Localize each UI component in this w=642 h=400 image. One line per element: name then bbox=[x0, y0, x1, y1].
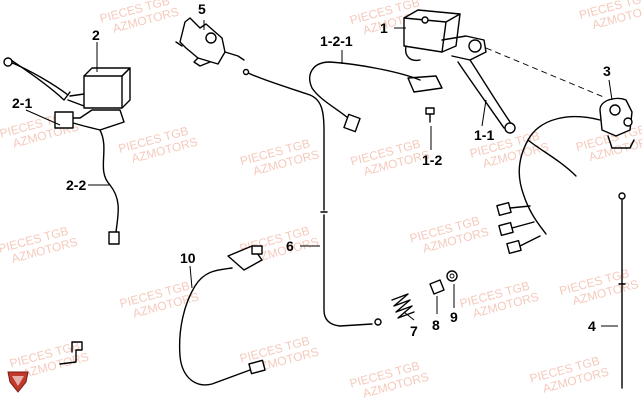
part-4-throttle-cable[interactable] bbox=[618, 192, 626, 389]
part-7-spring[interactable] bbox=[391, 293, 415, 319]
alignment-dashed-line bbox=[485, 47, 607, 99]
left-lever-2-1[interactable] bbox=[9, 61, 69, 96]
label-10: 10 bbox=[180, 250, 196, 266]
part-8-sleeve[interactable] bbox=[429, 279, 445, 295]
part-1-2-1-switch-wire[interactable] bbox=[309, 61, 443, 133]
master-cylinder-reservoir bbox=[83, 75, 123, 109]
label-5: 5 bbox=[198, 1, 206, 17]
label-1-1: 1-1 bbox=[474, 127, 494, 143]
reference-labels: 2 2-1 2-2 5 1-2-1 1 1-1 1-2 3 4 6 10 7 8… bbox=[12, 1, 611, 339]
label-4: 4 bbox=[588, 318, 596, 334]
part-6-cable[interactable] bbox=[242, 68, 382, 327]
brand-logo bbox=[7, 371, 29, 393]
throttle-wiring-harness[interactable] bbox=[496, 115, 601, 255]
part-9-nut[interactable] bbox=[446, 270, 458, 282]
label-3: 3 bbox=[603, 63, 611, 79]
part-3-throttle-housing[interactable] bbox=[599, 97, 635, 149]
label-2-1: 2-1 bbox=[12, 95, 32, 111]
label-6: 6 bbox=[286, 238, 294, 254]
label-2-2: 2-2 bbox=[66, 177, 86, 193]
label-1: 1 bbox=[380, 20, 388, 36]
part-1-2-screw[interactable] bbox=[425, 107, 435, 123]
leader-lines bbox=[25, 20, 618, 327]
label-1-2: 1-2 bbox=[422, 152, 442, 168]
part-5-lever-bracket[interactable] bbox=[175, 17, 245, 67]
small-bracket[interactable] bbox=[59, 341, 83, 365]
label-8: 8 bbox=[432, 317, 440, 333]
label-9: 9 bbox=[450, 309, 458, 325]
part-1-right-master-cylinder[interactable] bbox=[403, 9, 516, 134]
part-2-left-master-cylinder[interactable] bbox=[3, 57, 131, 245]
label-1-2-1: 1-2-1 bbox=[320, 33, 353, 49]
part-10-wire-connector[interactable] bbox=[178, 245, 266, 386]
label-7: 7 bbox=[410, 323, 418, 339]
label-2: 2 bbox=[92, 27, 100, 43]
